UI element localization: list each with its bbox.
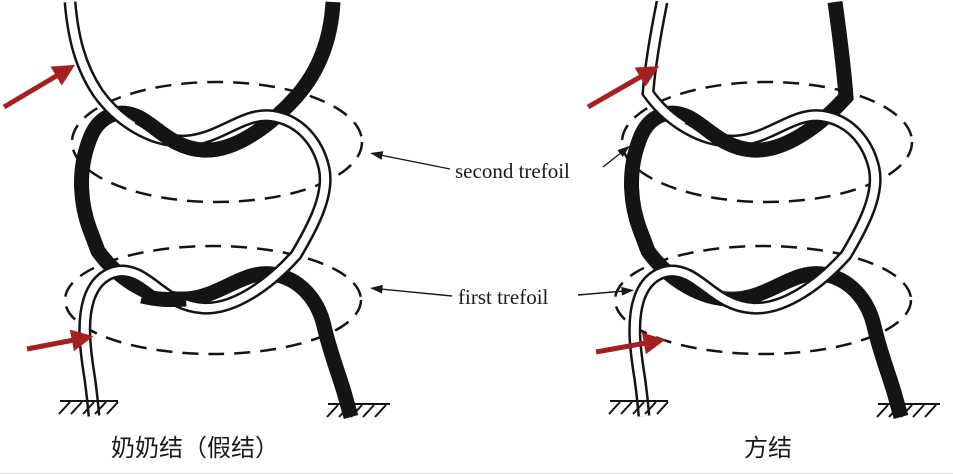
granny-knot-caption: 奶奶结（假结）	[111, 434, 279, 462]
granny-right-ground-hatch	[326, 403, 390, 418]
first-trefoil-right-arrow-icon	[577, 286, 635, 296]
square-knot-caption: 方结	[744, 434, 792, 462]
first-trefoil-left-arrow-icon	[369, 284, 453, 297]
second-trefoil-left-arrow-icon	[370, 151, 451, 170]
granny-upper-crossing	[134, 110, 204, 158]
granny-second-trefoil-outline	[70, 80, 364, 204]
granny-left-ground-hatch	[58, 400, 119, 415]
square-upper-crossing	[684, 110, 754, 158]
granny-knot-figure	[2, 2, 390, 418]
square-top-red-arrow-icon	[586, 66, 660, 110]
square-knot-figure	[586, 2, 940, 418]
label-arrows	[369, 145, 635, 297]
square-second-trefoil-outline	[620, 80, 914, 204]
square-first-trefoil-outline	[613, 244, 913, 356]
second-trefoil-right-arrow-icon	[602, 145, 630, 168]
granny-first-trefoil-outline	[63, 244, 363, 356]
granny-lower-crossing	[140, 288, 187, 308]
granny-top-red-arrow-icon	[2, 64, 76, 110]
square-right-ground-hatch	[876, 403, 940, 418]
square-left-ground-hatch	[608, 400, 669, 415]
first-trefoil-label: first trefoil	[458, 285, 549, 309]
second-trefoil-label: second trefoil	[455, 159, 570, 183]
square-bottom-red-arrow-icon	[595, 332, 666, 355]
granny-bottom-red-arrow-icon	[26, 329, 94, 352]
square-lower-crossing	[686, 271, 754, 312]
